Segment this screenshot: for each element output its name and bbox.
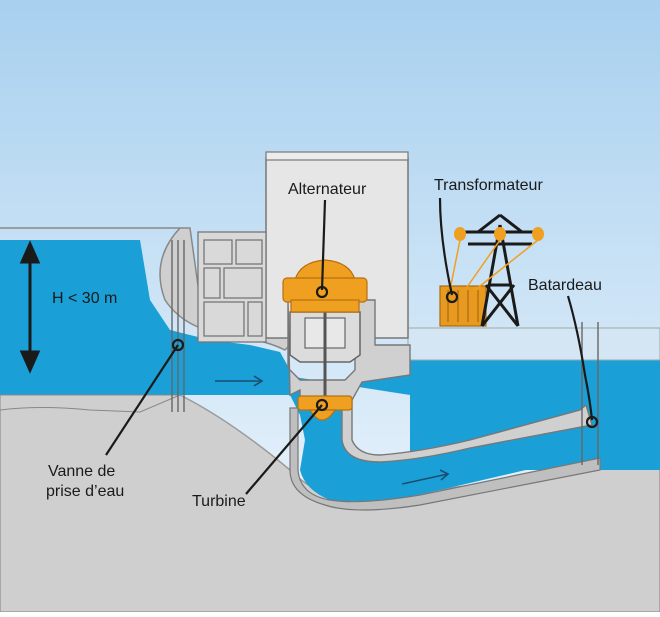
- powerhouse-roof: [265, 151, 409, 161]
- label-vanne-line1: Vanne de: [48, 463, 115, 480]
- intake-gate: [171, 240, 185, 412]
- batardeau-structure: [581, 322, 599, 465]
- label-head: H < 30 m: [52, 290, 117, 307]
- label-vanne-line2: prise d’eau: [46, 483, 124, 500]
- alternator: [282, 259, 368, 313]
- transformer: [439, 285, 487, 327]
- reservoir: [0, 240, 290, 395]
- masonry-block: [197, 231, 267, 343]
- pylon-insulators: [454, 227, 544, 241]
- draft-tube-wall: [289, 407, 601, 511]
- label-batardeau: Batardeau: [528, 277, 602, 294]
- tailwater-bank: [407, 327, 660, 361]
- label-alternateur: Alternateur: [288, 181, 367, 198]
- transmission-pylon: [458, 213, 542, 327]
- penstock: [185, 360, 590, 502]
- flow-arrows: [215, 375, 450, 485]
- label-leaders: [105, 197, 599, 495]
- label-transformateur: Transformateur: [434, 177, 543, 194]
- left-bank: [0, 394, 181, 413]
- head-arrow: [19, 240, 41, 374]
- generator-pit-concrete: [287, 299, 593, 463]
- power-lines: [449, 239, 539, 291]
- label-turbine: Turbine: [192, 493, 246, 510]
- generator-housing: [289, 295, 361, 405]
